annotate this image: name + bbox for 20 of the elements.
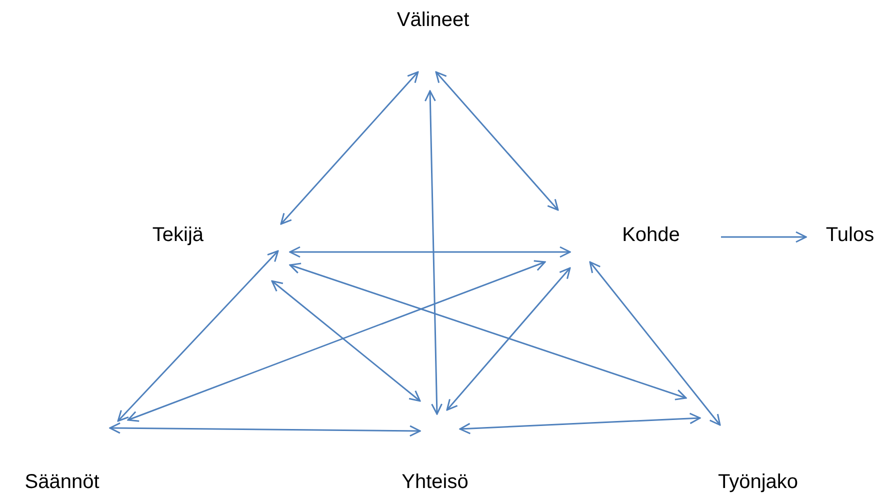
arrow <box>280 71 419 225</box>
arrow <box>127 260 546 422</box>
arrow <box>271 280 421 402</box>
arrow <box>459 412 701 434</box>
arrow <box>289 262 687 400</box>
node-label: Tekijä <box>152 223 204 247</box>
arrow <box>117 250 279 422</box>
arrow <box>435 71 559 211</box>
node-label: Työnjako <box>718 470 798 494</box>
node-label: Säännöt <box>24 470 100 494</box>
arrow <box>289 246 571 258</box>
node-label: Tulos <box>826 223 874 247</box>
arrow <box>589 261 721 426</box>
arrow <box>109 422 421 437</box>
arrow <box>446 267 571 411</box>
node-label: Kohde <box>622 223 680 247</box>
arrow <box>424 90 443 415</box>
node-label: Yhteisö <box>402 470 468 494</box>
arrow <box>721 231 807 243</box>
node-label: Välineet <box>396 8 470 32</box>
